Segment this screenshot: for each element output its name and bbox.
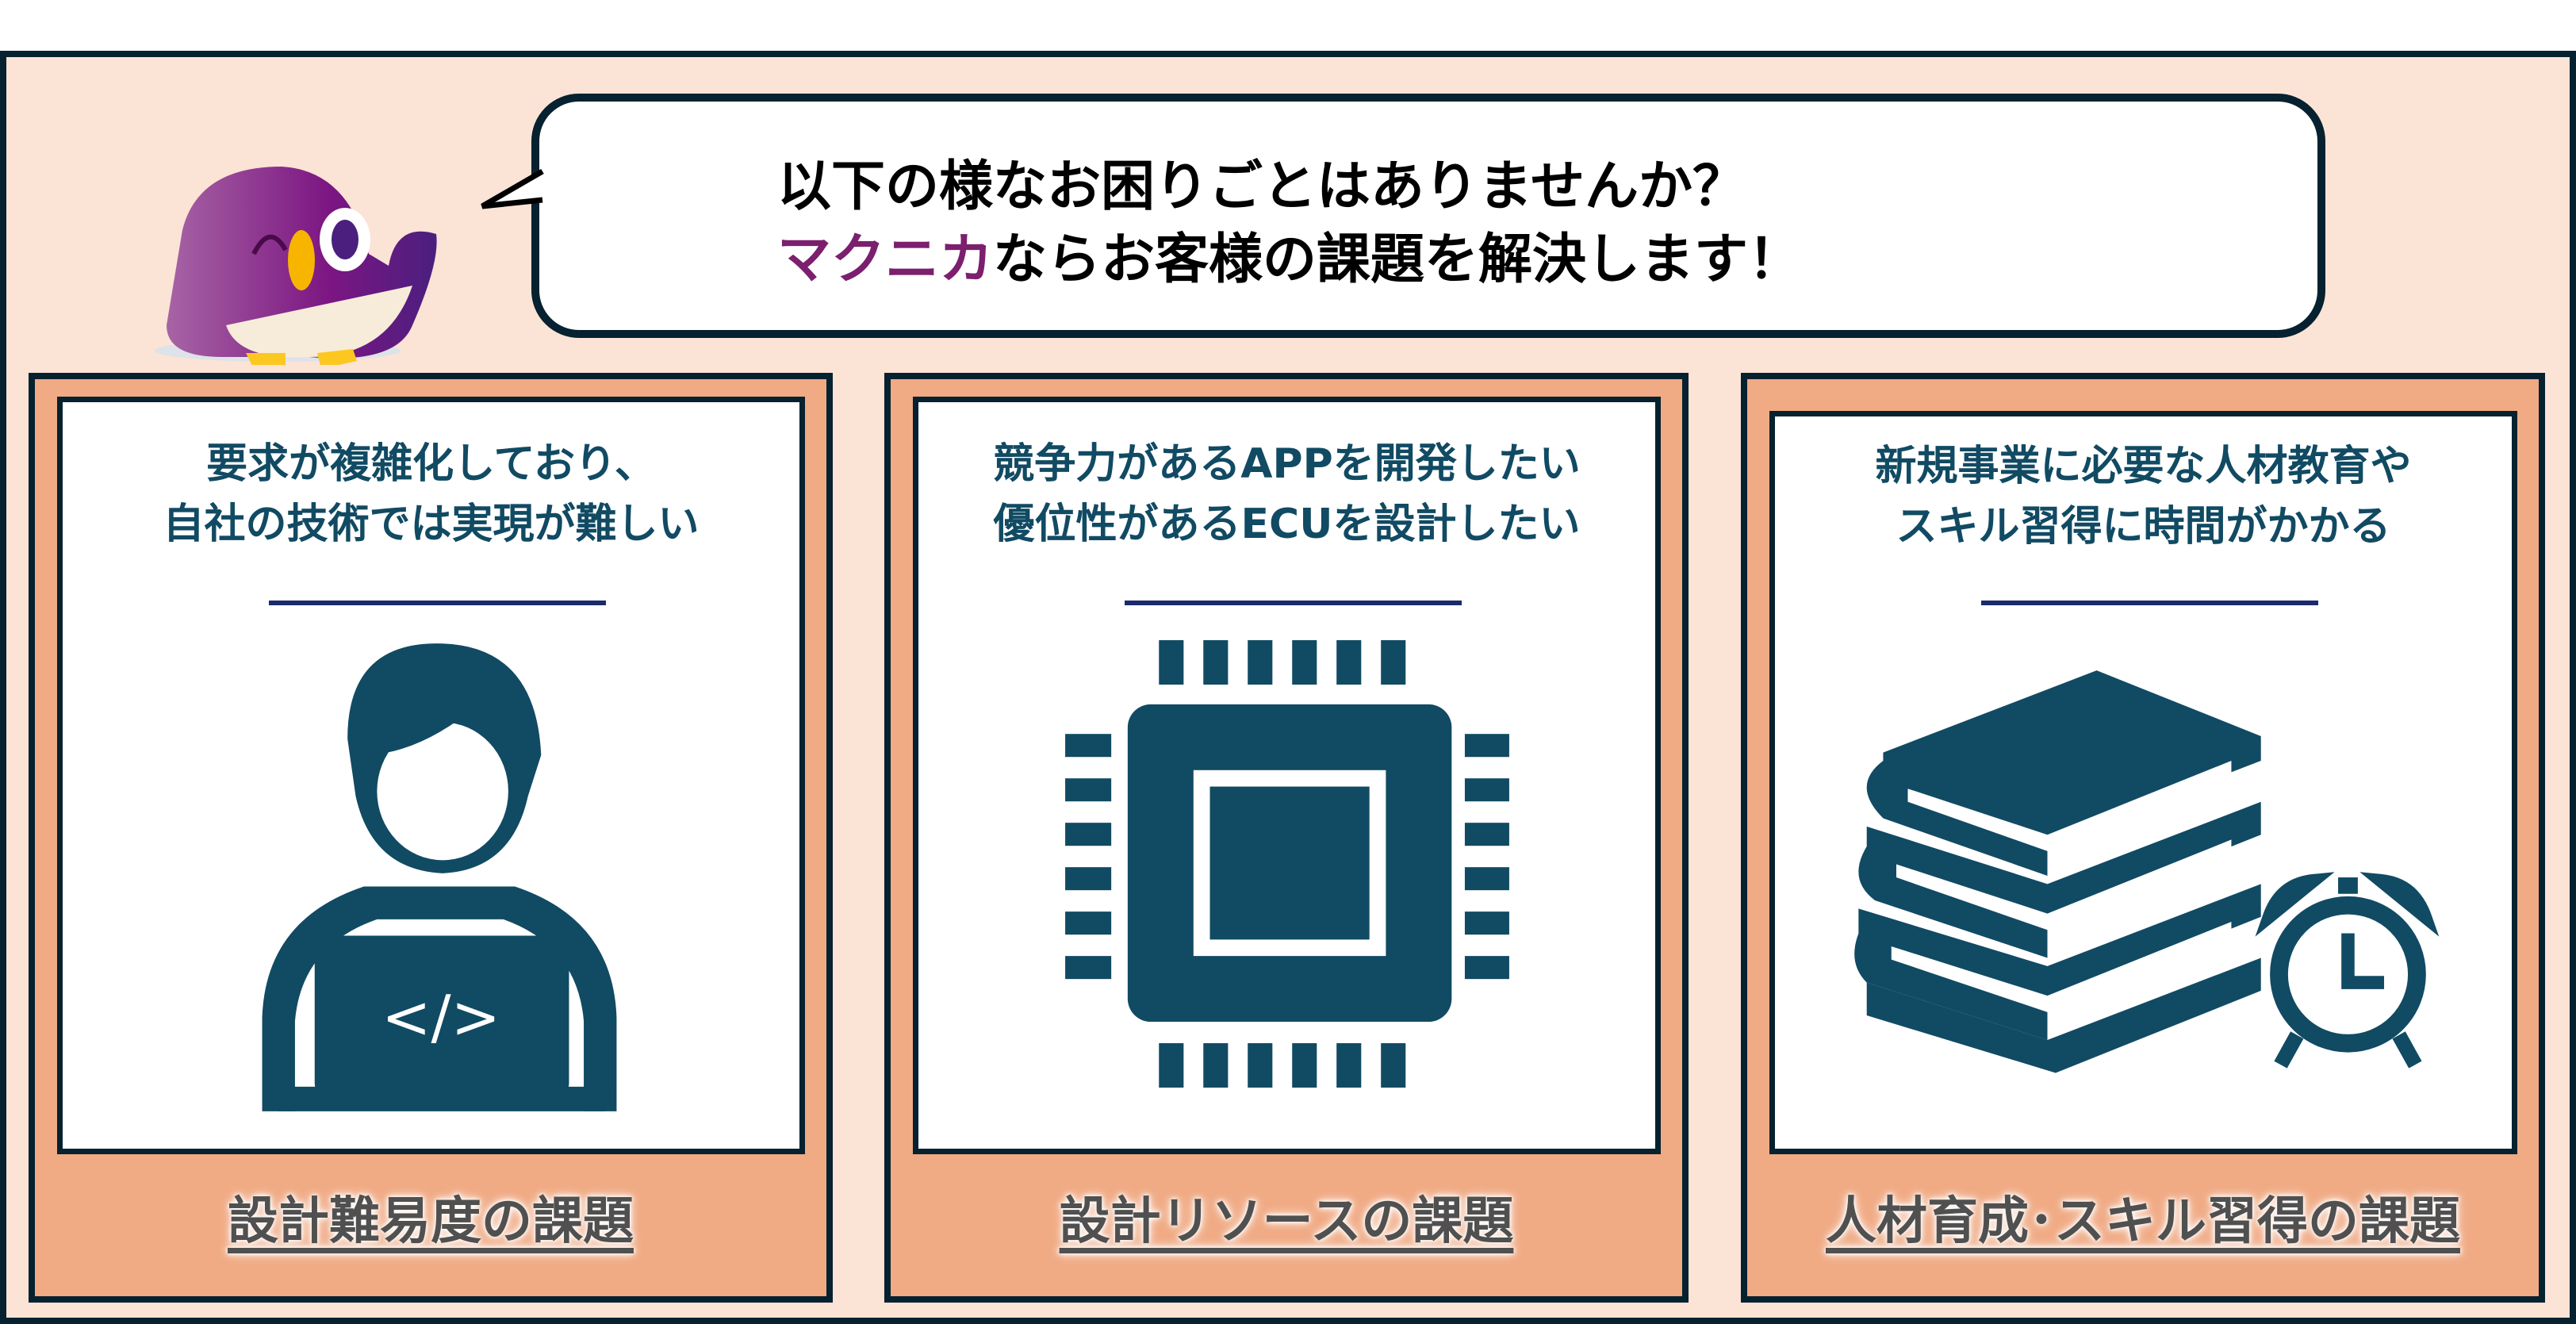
penguin-mascot-icon <box>155 167 437 365</box>
card-label: 設計リソースの課題 <box>1059 1192 1514 1251</box>
card-content-box: 競争力があるAPPを開発したい優位性があるECUを設計したい <box>913 397 1661 1154</box>
developer-laptop-icon: </> <box>262 643 617 1111</box>
speech-line-1: 以下の様なお困りごとはありませんか？ <box>777 155 1746 218</box>
speech-bubble-tail <box>481 168 544 209</box>
card-description: 新規事業に必要な人材教育やスキル習得に時間がかかる <box>1875 443 2412 551</box>
speech-line-2: マクニカならお客様の課題を解決します！ <box>777 228 1803 291</box>
card-label: 人材育成･スキル習得の課題 <box>1826 1192 2460 1251</box>
divider <box>1981 601 2318 605</box>
card-content-box: 要求が複雑化しており、自社の技術では実現が難しい </> <box>57 397 805 1154</box>
challenge-card-design-resources: 競争力があるAPPを開発したい優位性があるECUを設計したい 設計リソースの課題 <box>884 373 1689 1303</box>
challenge-card-design-difficulty: 要求が複雑化しており、自社の技術では実現が難しい </> 設計難易度の課題 <box>29 373 833 1303</box>
divider <box>269 601 606 605</box>
speech-bubble: 以下の様なお困りごとはありませんか？ マクニカならお客様の課題を解決します！ <box>531 94 2325 338</box>
challenge-card-talent-skills: 新規事業に必要な人材教育やスキル習得に時間がかかる 人 <box>1741 373 2545 1303</box>
code-symbol: </> <box>381 983 500 1052</box>
cpu-chip-icon <box>1065 640 1509 1088</box>
card-label: 設計難易度の課題 <box>228 1192 634 1251</box>
card-content-box: 新規事業に必要な人材教育やスキル習得に時間がかかる <box>1769 411 2517 1154</box>
brand-name: マクニカ <box>777 228 994 291</box>
divider <box>1125 601 1462 605</box>
card-description: 要求が複雑化しており、自社の技術では実現が難しい <box>163 440 700 548</box>
books-clock-icon <box>1854 670 2440 1073</box>
card-description: 競争力があるAPPを開発したい優位性があるECUを設計したい <box>993 440 1581 548</box>
